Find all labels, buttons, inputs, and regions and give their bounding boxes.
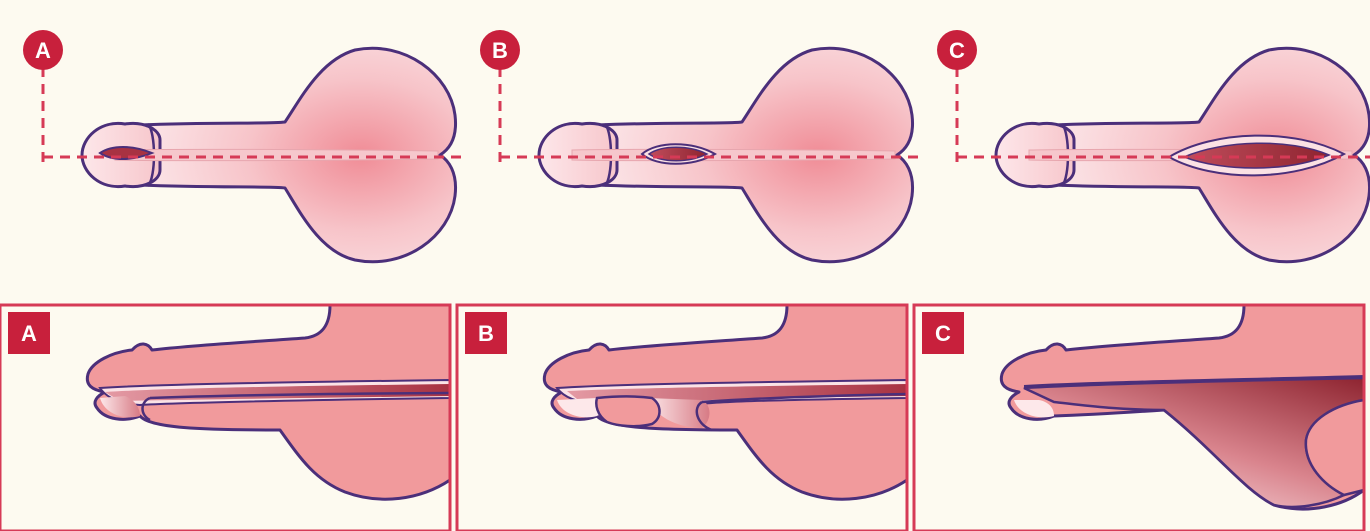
bottom-label-a: A (21, 321, 37, 346)
top-label-b: B (492, 38, 508, 63)
bottom-panel-c: C (914, 305, 1364, 531)
bottom-panel-b: B (457, 305, 907, 531)
top-panel-b: B (480, 30, 922, 262)
top-view-shape-b (539, 48, 913, 261)
top-label-a: A (35, 38, 51, 63)
bottom-panel-a: A (0, 305, 450, 531)
bottom-label-c: C (935, 321, 951, 346)
top-label-c: C (949, 38, 965, 63)
bottom-label-b: B (478, 321, 494, 346)
top-panel-a: A (23, 30, 465, 262)
top-panel-c: C (937, 30, 1370, 262)
